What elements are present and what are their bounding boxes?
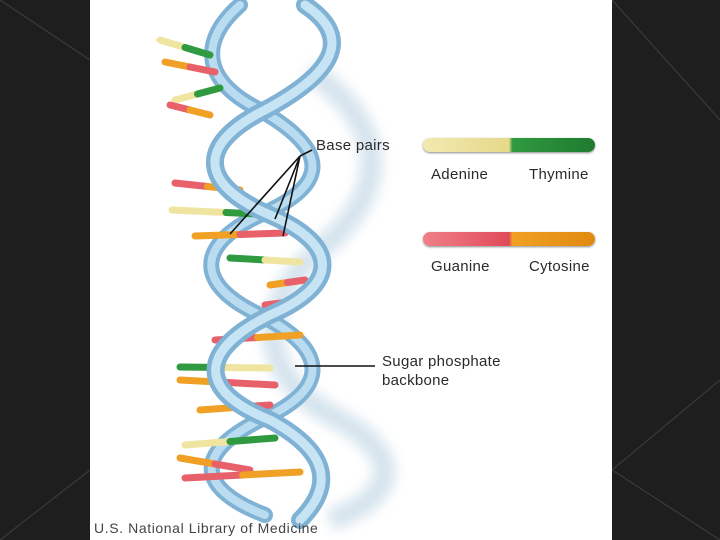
base-pair-rung-5-left xyxy=(175,183,208,187)
base-pair-rung-17-left xyxy=(185,475,243,478)
base-pair-rung-15-left xyxy=(185,442,230,446)
adenine-label: Adenine xyxy=(431,166,488,184)
base-pair-rung-13-right xyxy=(228,383,276,386)
base-pair-rung-12-right xyxy=(225,368,270,369)
credit-text: U.S. National Library of Medicine xyxy=(94,520,318,536)
base-pairs-label: Base pairs xyxy=(316,137,390,155)
guanine-label: Guanine xyxy=(431,258,490,276)
adenine-thymine-bar xyxy=(423,138,595,152)
base-pair-rung-7-right xyxy=(240,233,285,235)
base-pair-rung-16-right xyxy=(215,464,250,470)
base-pair-rung-8-right xyxy=(265,260,300,262)
guanine-cytosine-bar xyxy=(423,232,595,246)
backbone-label-line1: Sugar phosphate xyxy=(382,353,501,371)
base-pair-rung-8-left xyxy=(230,258,265,260)
base-pair-rung-15-right xyxy=(230,438,275,442)
base-pair-rung-3-right xyxy=(198,88,221,94)
base-pair-rung-2-left xyxy=(165,62,190,67)
base-pair-rung-1-left xyxy=(160,40,185,48)
thymine-label: Thymine xyxy=(529,166,589,184)
base-pair-rung-6-left xyxy=(172,210,226,213)
base-pair-rung-2-right xyxy=(190,67,215,72)
base-pair-rung-7-left xyxy=(195,235,240,237)
dna-diagram-card: Base pairs Adenine Thymine Guanine Cytos… xyxy=(90,0,612,540)
base-pair-rung-11-right xyxy=(258,335,301,338)
base-pair-rung-17-right xyxy=(243,472,301,475)
base-pair-rung-4-right xyxy=(190,110,210,115)
cytosine-label: Cytosine xyxy=(529,258,590,276)
base-pair-rung-9-right xyxy=(288,280,306,283)
backbone-label-line2: backbone xyxy=(382,372,449,390)
